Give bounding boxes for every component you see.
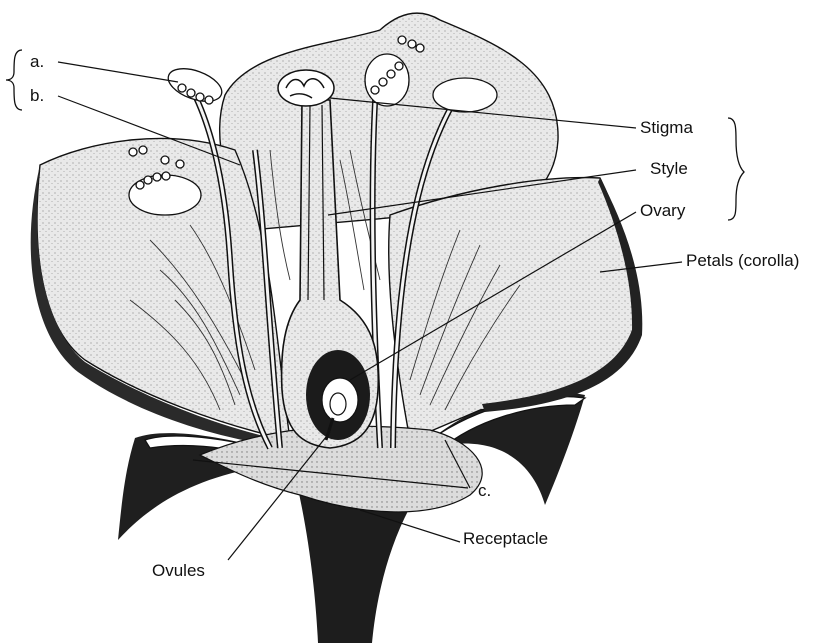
label-stigma: Stigma: [640, 119, 693, 136]
brace-pistil: [728, 118, 744, 220]
label-petals: Petals (corolla): [686, 252, 799, 269]
anther-right-outer: [433, 78, 497, 112]
brace-ab: [6, 50, 22, 110]
label-style: Style: [650, 160, 688, 177]
label-c: c.: [478, 482, 491, 499]
label-b: b.: [30, 87, 44, 104]
leader-a: [58, 62, 178, 82]
label-a: a.: [30, 53, 44, 70]
label-receptacle: Receptacle: [463, 530, 548, 547]
ovule-shape: [330, 393, 346, 415]
label-ovary: Ovary: [640, 202, 685, 219]
label-ovules: Ovules: [152, 562, 205, 579]
stigma-shape: [278, 70, 334, 106]
